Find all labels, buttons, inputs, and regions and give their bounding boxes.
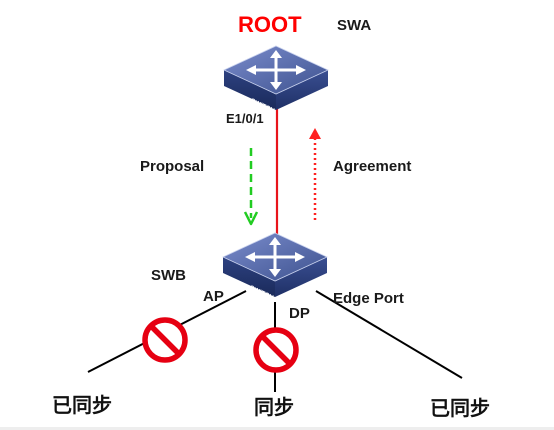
switch-b-name: SWB — [151, 267, 186, 284]
proposal-arrow — [243, 148, 259, 226]
switch-a-port-label: E1/0/1 — [226, 111, 264, 126]
port-label-dp: DP — [289, 305, 310, 322]
agreement-label: Agreement — [333, 158, 411, 175]
agreement-arrow — [309, 128, 321, 220]
switch-a-name: SWA — [337, 17, 371, 34]
endpoint-right-label: 已同步 — [430, 396, 490, 420]
blocked-sign-left-icon — [142, 317, 188, 363]
switch-a-icon: SWITCH — [222, 44, 330, 115]
endpoint-left-label: 已同步 — [52, 393, 112, 417]
proposal-label: Proposal — [140, 158, 204, 175]
root-label: ROOT — [238, 12, 302, 37]
port-label-edge: Edge Port — [333, 290, 404, 307]
bottom-divider — [0, 427, 554, 430]
cable-right — [315, 290, 463, 379]
blocked-sign-middle-icon — [253, 327, 299, 373]
port-label-ap: AP — [203, 288, 224, 305]
endpoint-middle-label: 同步 — [254, 395, 294, 419]
switch-b-icon: SWITCH — [221, 231, 329, 302]
